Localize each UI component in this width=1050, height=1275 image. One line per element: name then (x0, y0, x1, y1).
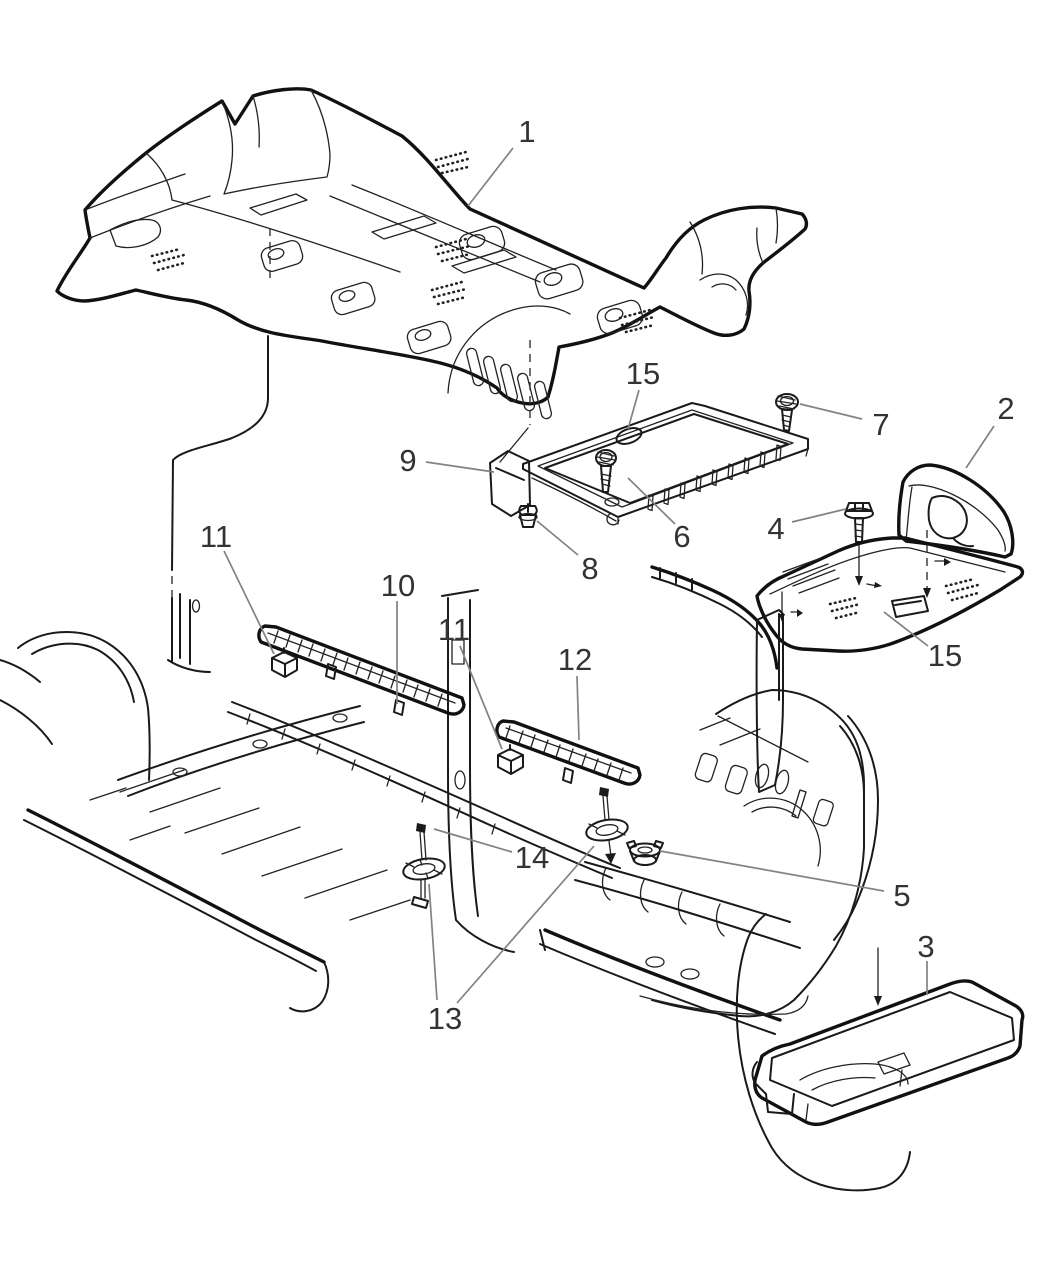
carpet-slots (465, 347, 553, 420)
callout-label-15: 15 (626, 356, 660, 391)
leader-line (965, 425, 995, 469)
leader-line (428, 883, 438, 1001)
clip-11-right (497, 744, 524, 775)
callout-label-5: 5 (893, 878, 910, 913)
callout-label-14: 14 (515, 840, 549, 875)
part-cargo-mat-15 (650, 536, 1025, 793)
leader-line (627, 477, 676, 525)
callout-label-9: 9 (399, 443, 416, 478)
leader-line (433, 828, 513, 853)
leader-line (467, 147, 514, 207)
callouts-layer: 1 15 7 2 9 6 4 8 15 11 10 11 12 14 5 13 3 (200, 114, 1015, 1036)
lid-handle-tab (615, 427, 643, 445)
push-clip-8 (518, 503, 538, 528)
stud-and-retainer-left (402, 823, 446, 909)
leader-line (659, 850, 885, 892)
callout-label-1: 1 (518, 114, 535, 149)
callout-label-6: 6 (673, 519, 690, 554)
callout-label-12: 12 (558, 642, 592, 677)
clip-11-left (271, 647, 298, 678)
leader-line (425, 461, 495, 473)
part-wheelhouse-trim-2 (897, 463, 1015, 598)
callout-label-8: 8 (581, 551, 598, 586)
barrel-nut-5 (626, 840, 664, 866)
callout-label-13: 13 (428, 1001, 462, 1036)
leader-line (576, 675, 580, 741)
callout-label-15: 15 (928, 638, 962, 673)
callout-label-10: 10 (381, 568, 415, 603)
leader-line (799, 403, 863, 420)
callout-label-11: 11 (438, 612, 470, 647)
part-cargo-tray-3 (751, 947, 1025, 1126)
leader-line (791, 508, 847, 523)
mat-label-patch (891, 595, 929, 618)
callout-label-2: 2 (997, 391, 1014, 426)
part-floor-carpet (55, 87, 809, 660)
screw-7 (775, 393, 799, 432)
tray-lid-15 (544, 413, 789, 504)
bolt-4 (844, 502, 882, 588)
leader-line (536, 520, 579, 556)
carpet-seat-cutouts (260, 225, 644, 355)
callout-label-3: 3 (917, 929, 934, 964)
quarter-panel-cutouts (694, 752, 834, 827)
leader-line (456, 845, 595, 1004)
leader-line (223, 550, 275, 655)
leader-line (627, 389, 640, 430)
callout-label-4: 4 (767, 511, 784, 546)
body-structure (0, 589, 911, 1192)
part-scuff-plate-10 (257, 624, 466, 716)
part-scuff-plate-12 (495, 719, 642, 786)
leader-line (883, 611, 929, 647)
screw-6 (595, 449, 617, 493)
part-load-floor-tray (489, 402, 809, 526)
leader-line (459, 645, 503, 750)
stud-and-retainer-middle-14 (585, 787, 629, 864)
callout-label-7: 7 (872, 407, 889, 442)
callout-label-11: 11 (200, 519, 232, 554)
